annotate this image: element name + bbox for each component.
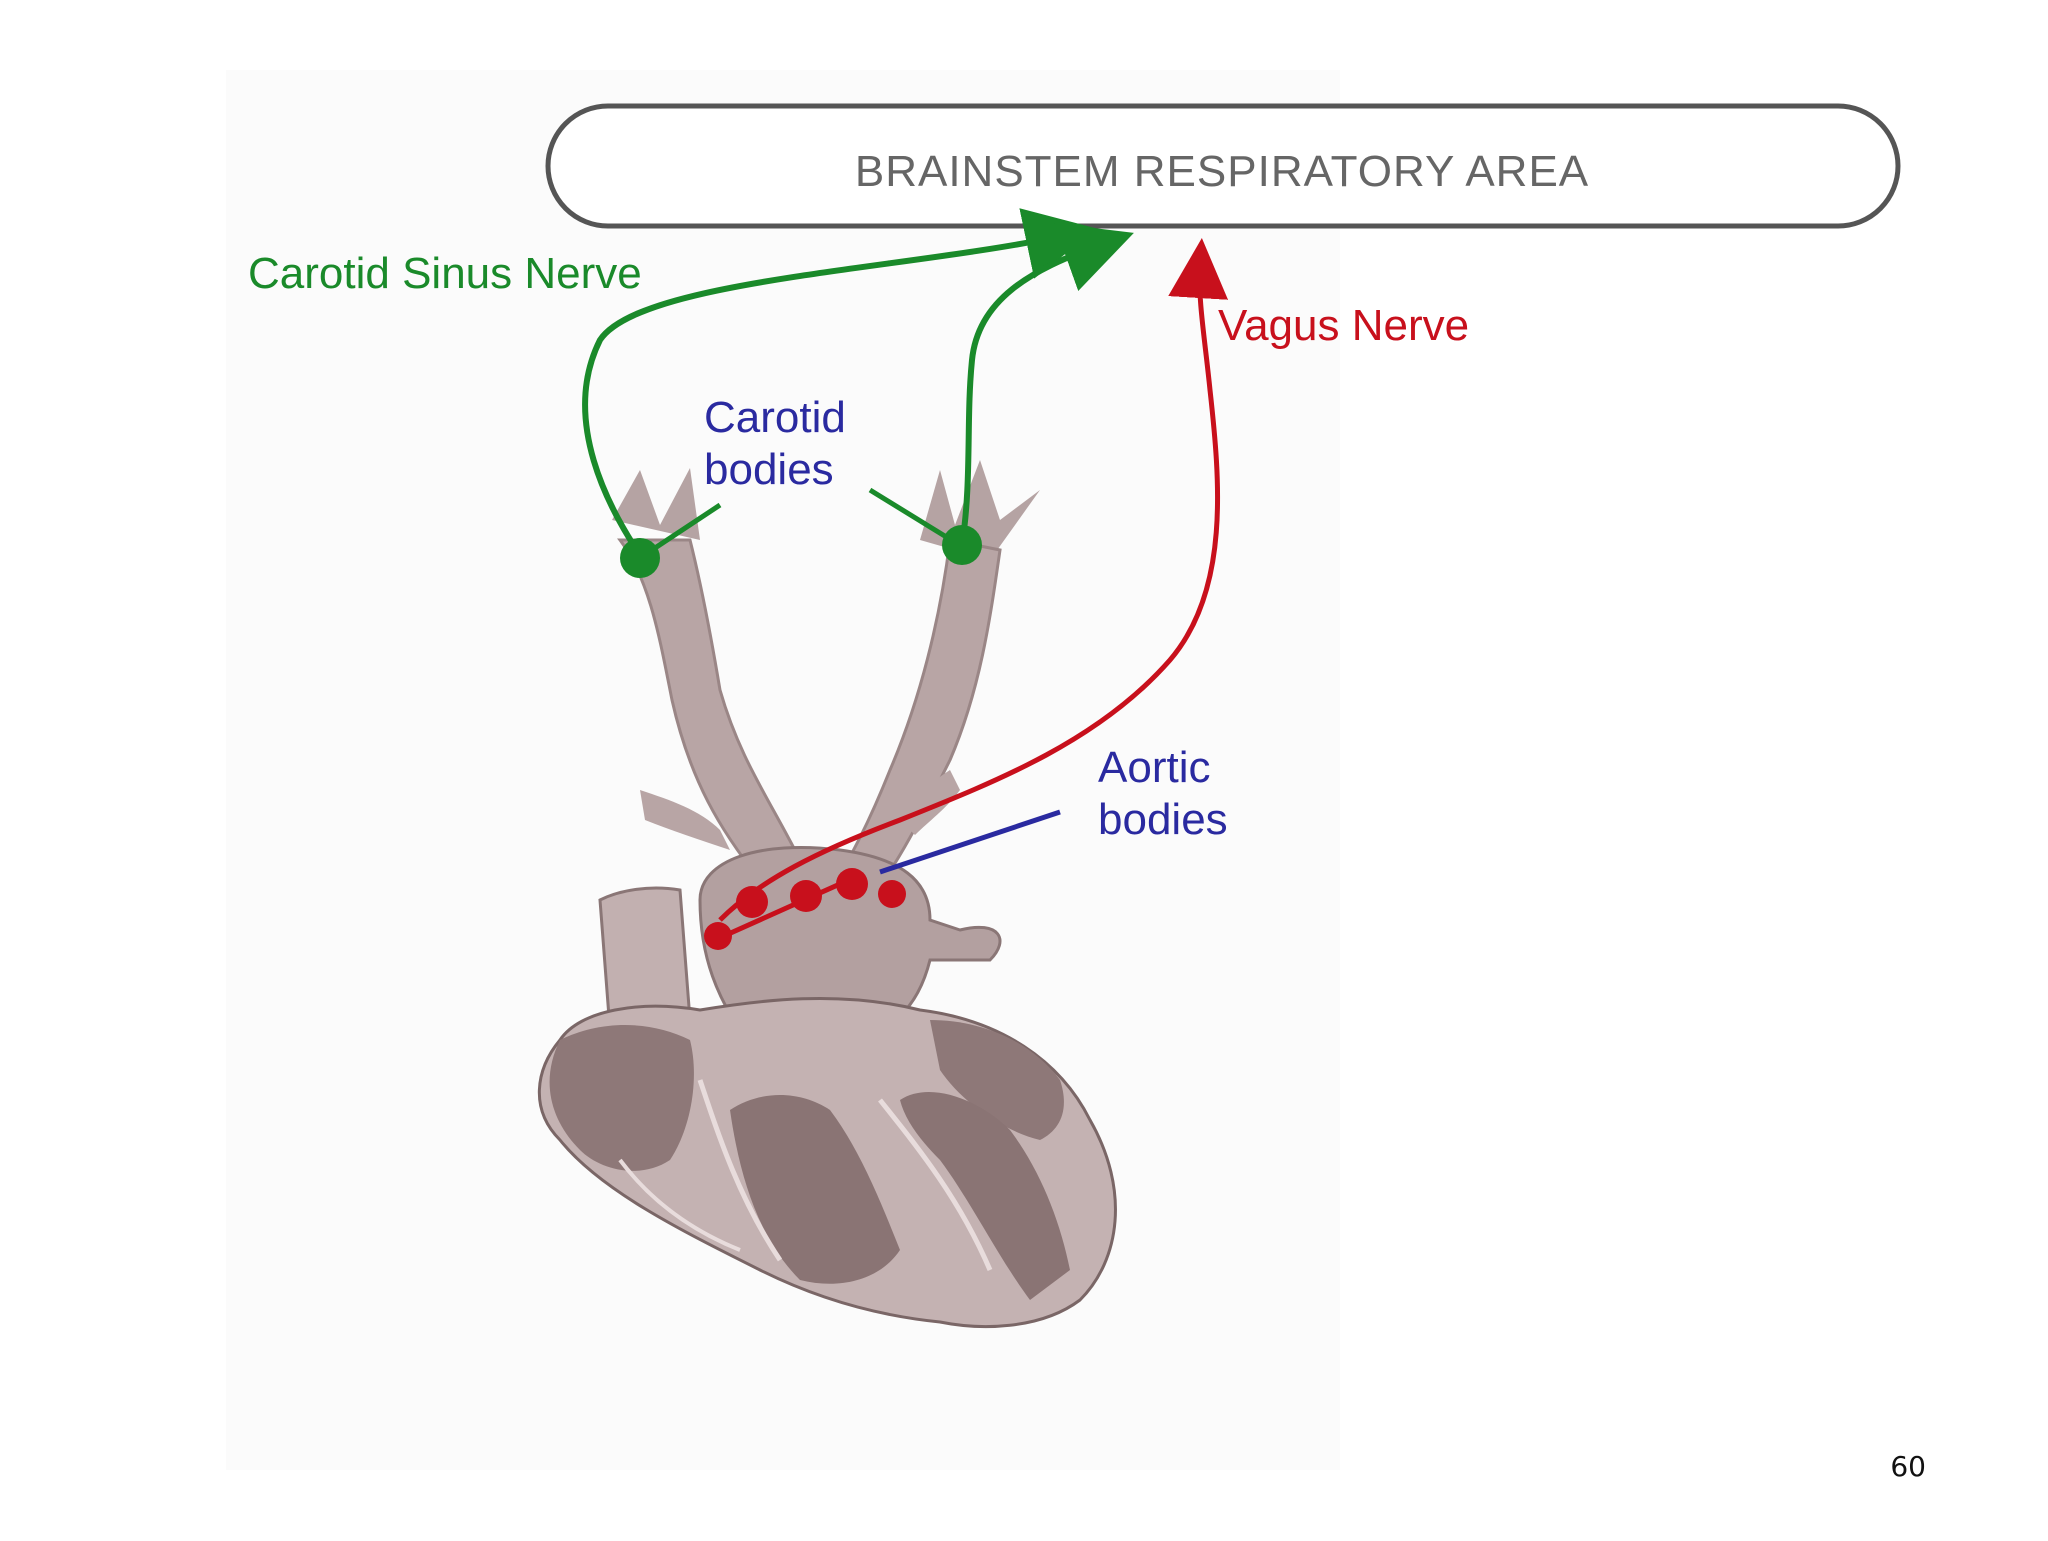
carotid-body-right — [942, 525, 982, 565]
carotid-bodies-label-line1: Carotid — [704, 393, 846, 442]
carotid-bodies-label-line2: bodies — [704, 445, 834, 494]
aortic-body — [790, 880, 822, 912]
aortic-bodies-pointer — [879, 809, 1061, 875]
aortic-body — [836, 868, 868, 900]
carotid-bodies-pointers — [653, 487, 950, 551]
brainstem-respiratory-area-box: BRAINSTEM RESPIRATORY AREA — [545, 103, 1901, 229]
brainstem-label: BRAINSTEM RESPIRATORY AREA — [855, 147, 1589, 196]
vagus-nerve-label: Vagus Nerve — [1218, 301, 1469, 350]
page-number: 60 — [1890, 1450, 1926, 1483]
aortic-bodies-label-line2: bodies — [1098, 795, 1228, 844]
aortic-body — [704, 922, 732, 950]
carotid-sinus-nerve — [582, 208, 1134, 557]
heart-and-arteries-illustration — [537, 460, 1117, 1328]
aortic-bodies — [704, 868, 906, 950]
carotid-body-left — [620, 538, 660, 578]
aortic-body — [878, 880, 906, 908]
carotid-sinus-nerve-label: Carotid Sinus Nerve — [248, 249, 642, 298]
aortic-bodies-label-line1: Aortic — [1098, 743, 1210, 792]
aortic-body — [736, 886, 768, 918]
vagus-nerve — [713, 238, 1229, 943]
